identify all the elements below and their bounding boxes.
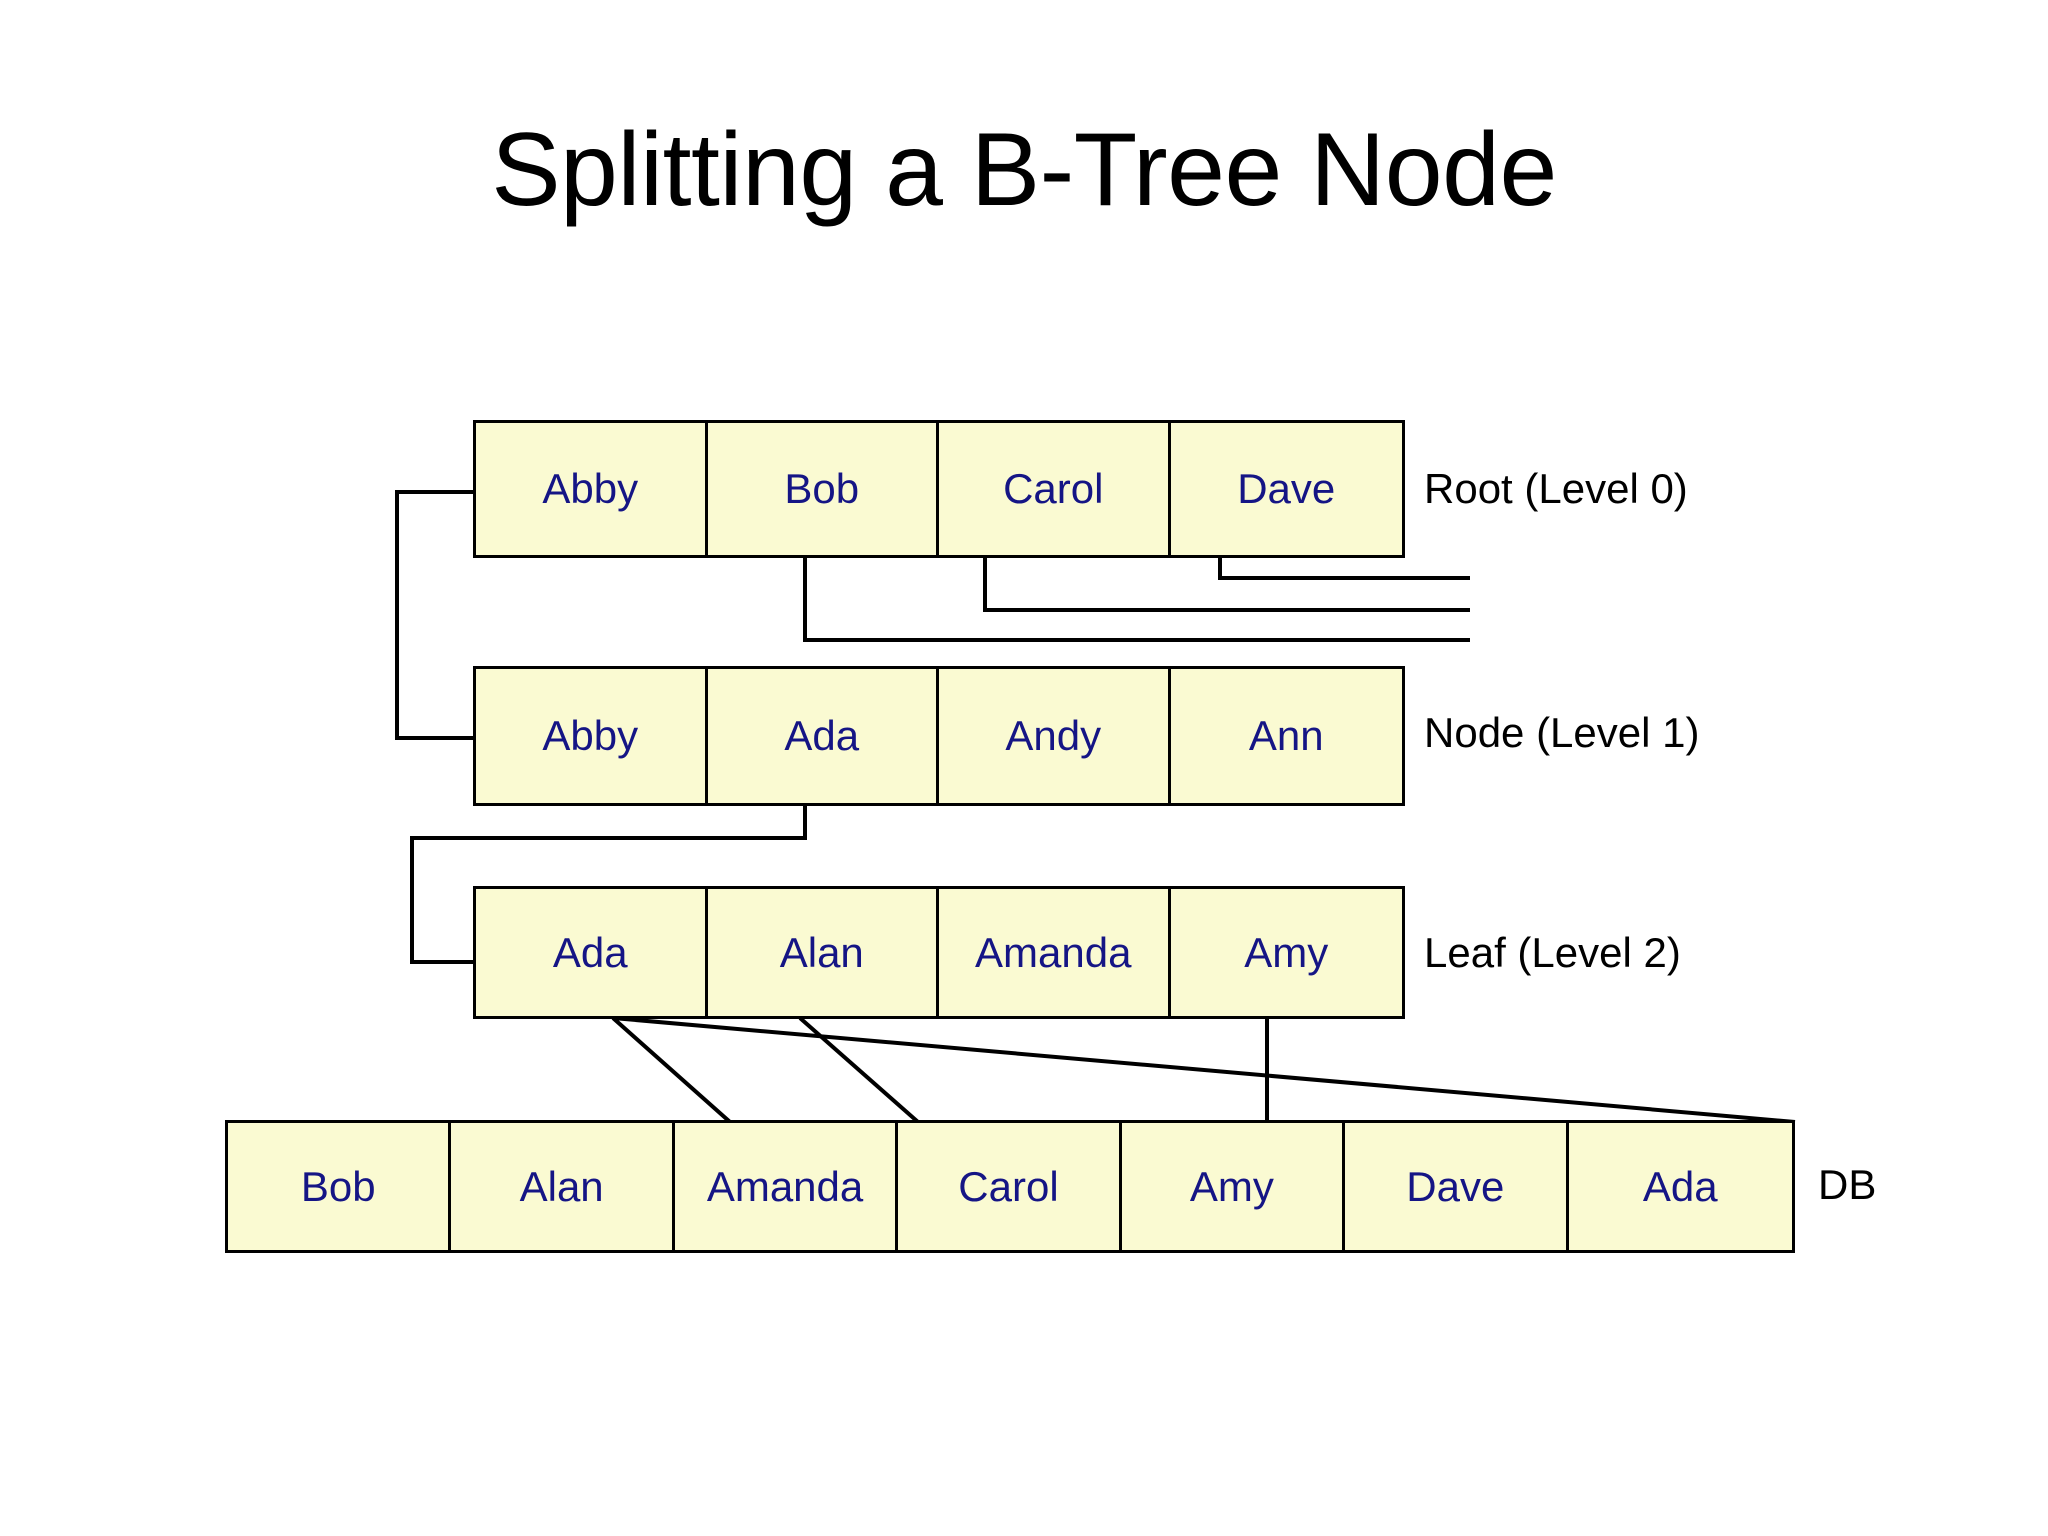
btree-cell-db-6[interactable]: Ada — [1568, 1123, 1792, 1250]
btree-cell-db-4[interactable]: Amy — [1121, 1123, 1346, 1250]
btree-cell-leaf-2[interactable]: Amanda — [939, 889, 1171, 1016]
btree-cell-root-0[interactable]: Abby — [476, 423, 708, 555]
btree-cell-level1-1[interactable]: Ada — [707, 669, 939, 803]
connector-leaf-amanda-to-db — [798, 1016, 920, 1124]
btree-cell-db-5[interactable]: Dave — [1345, 1123, 1569, 1250]
level-label-db: DB — [1818, 1161, 1877, 1208]
btree-node-level1[interactable]: Abby Ada Andy Ann — [473, 666, 1405, 806]
btree-node-leaf[interactable]: Ada Alan Amanda Amy — [473, 886, 1405, 1019]
btree-cell-leaf-0[interactable]: Ada — [476, 889, 708, 1016]
btree-cell-root-1[interactable]: Bob — [707, 423, 939, 555]
btree-cell-root-3[interactable]: Dave — [1170, 423, 1402, 555]
page-title: Splitting a B-Tree Node — [491, 112, 1557, 228]
connector-leaf-alan-to-db — [611, 1016, 732, 1124]
btree-cell-db-1[interactable]: Alan — [451, 1123, 675, 1250]
btree-cell-db-3[interactable]: Carol — [898, 1123, 1122, 1250]
connector-root-to-node — [395, 490, 475, 740]
level-label-leaf: Leaf (Level 2) — [1424, 929, 1681, 976]
connector-root-cell-carol — [983, 556, 1470, 612]
level-label-root: Root (Level 0) — [1424, 465, 1688, 512]
btree-cell-level1-3[interactable]: Ann — [1170, 669, 1402, 803]
btree-cell-level1-2[interactable]: Andy — [939, 669, 1171, 803]
connector-leaf-ada-to-db — [612, 1016, 1796, 1124]
level-label-node: Node (Level 1) — [1424, 709, 1700, 756]
btree-node-db[interactable]: Bob Alan Amanda Carol Amy Dave Ada — [225, 1120, 1795, 1253]
connector-root-cell-dave — [803, 556, 1470, 642]
btree-cell-db-2[interactable]: Amanda — [674, 1123, 899, 1250]
btree-cell-level1-0[interactable]: Abby — [476, 669, 708, 803]
btree-cell-root-2[interactable]: Carol — [939, 423, 1171, 555]
btree-cell-leaf-3[interactable]: Amy — [1170, 889, 1402, 1016]
connector-root-cell-bob — [1218, 556, 1470, 580]
btree-cell-db-0[interactable]: Bob — [228, 1123, 452, 1250]
btree-node-root[interactable]: Abby Bob Carol Dave — [473, 420, 1405, 558]
btree-cell-leaf-1[interactable]: Alan — [707, 889, 939, 1016]
